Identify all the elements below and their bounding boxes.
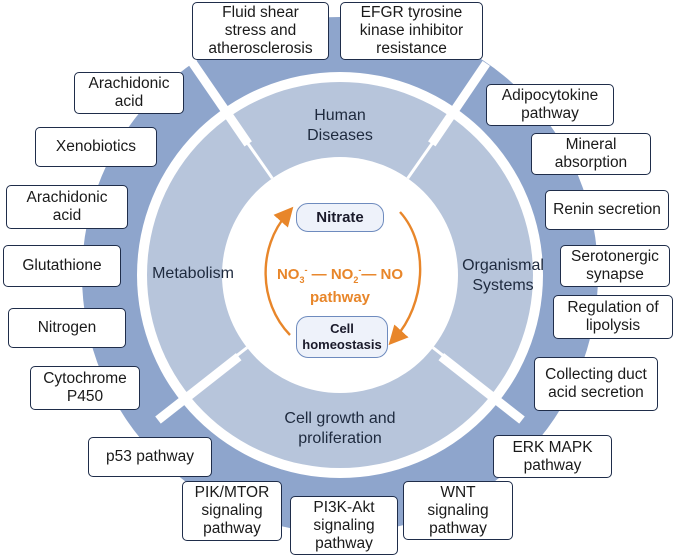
label-mineral-absorption: Mineral absorption [531,133,651,175]
label-cytochrome-p450: Cytochrome P450 [30,366,140,410]
label-serotonergic-synapse: Serotonergic synapse [560,245,670,287]
pathway-formula: NO3- — NO2-— NO pathway [250,261,430,307]
label-regulation-lipolysis: Regulation of lipolysis [553,295,673,339]
category-human-diseases: Human Diseases [307,107,373,144]
category-cell-growth: Cell growth and proliferation [284,410,396,447]
label-nitrogen: Nitrogen [8,308,126,348]
label-egfr-resistance: EFGR tyrosine kinase inhibitor resistanc… [340,2,483,60]
category-metabolism: Metabolism [152,265,234,282]
sector-separators-inner [187,116,493,395]
cell-homeostasis-pill: Cell homeostasis [296,316,388,358]
label-p53-pathway: p53 pathway [88,437,212,477]
label-renin-secretion: Renin secretion [545,190,669,230]
label-glutathione: Glutathione [3,245,121,287]
label-adipocytokine: Adipocytokine pathway [486,84,614,126]
label-pi3k-akt: PI3K-Akt signaling pathway [290,496,398,555]
label-wnt-signaling: WNT signaling pathway [403,481,513,540]
label-arachidonic-acid-1: Arachidonic acid [74,72,184,114]
arrow-homeostasis-to-nitrate [264,206,294,336]
label-collecting-duct: Collecting duct acid secretion [534,357,658,411]
label-pik-mtor: PIK/MTOR signaling pathway [182,481,282,541]
pathway-word: pathway [309,289,370,306]
label-xenobiotics: Xenobiotics [35,127,157,167]
label-erk-mapk: ERK MAPK pathway [493,435,612,478]
pathway-chemistry: NO3- — NO2-— NO [276,265,404,285]
nitrate-pill: Nitrate [296,203,384,232]
label-arachidonic-acid-2: Arachidonic acid [6,185,128,229]
category-organismal-systems: Organismal Systems [462,257,544,294]
arrow-nitrate-to-homeostasis [388,211,422,346]
label-fluid-shear: Fluid shear stress and atherosclerosis [192,2,329,60]
